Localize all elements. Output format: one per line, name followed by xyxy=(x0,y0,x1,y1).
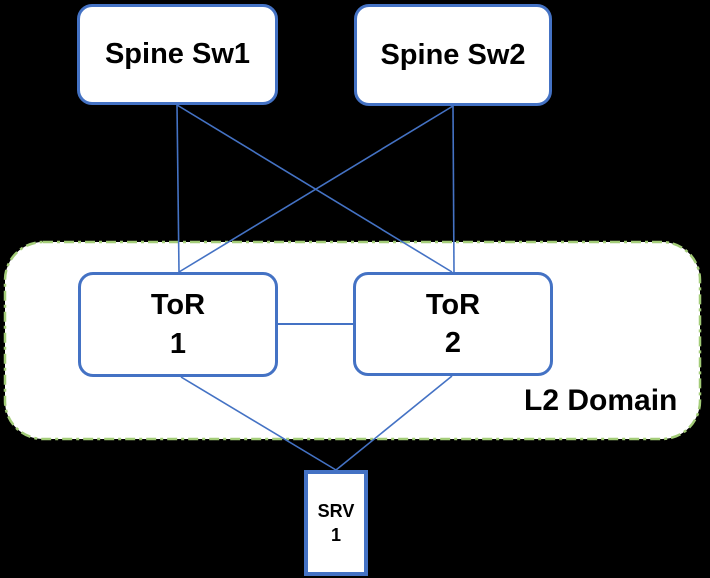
node-spine-sw2-label: Spine Sw2 xyxy=(380,38,526,71)
node-tor-1-label: ToR 1 xyxy=(150,289,206,360)
node-spine-sw1: Spine Sw1 xyxy=(77,4,278,105)
edge-group xyxy=(176,104,455,471)
node-spine-sw1-label: Spine Sw1 xyxy=(104,38,251,71)
edge-spine-sw1-tor-1 xyxy=(176,104,180,273)
edge-spine-sw1-tor-2 xyxy=(176,104,453,273)
l2-domain-label: L2 Domain xyxy=(524,384,678,417)
node-srv-1-label: SRV 1 xyxy=(317,500,355,545)
node-spine-sw2: Spine Sw2 xyxy=(354,4,552,106)
edge-tor-2-srv-1 xyxy=(335,375,453,471)
edge-tor-1-srv-1 xyxy=(180,376,337,471)
node-tor-2: ToR 2 xyxy=(353,272,553,376)
node-tor-2-label: ToR 2 xyxy=(425,288,481,359)
node-srv-1: SRV 1 xyxy=(304,470,368,576)
edge-spine-sw2-tor-2 xyxy=(452,105,455,273)
edge-spine-sw2-tor-1 xyxy=(178,105,454,273)
node-tor-1: ToR 1 xyxy=(78,272,278,377)
